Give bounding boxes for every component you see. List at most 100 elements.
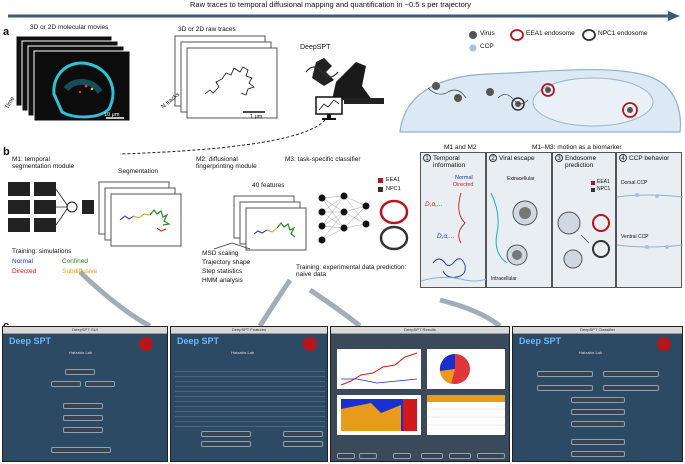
motion-normal: Normal xyxy=(12,258,33,265)
card-num-2: 2 xyxy=(489,154,497,162)
card-symbol-1: D,α,... xyxy=(425,201,443,208)
card-legend-npc1: NPC1 xyxy=(597,186,611,192)
m3-class-legend: EEA1 NPC1 xyxy=(378,176,418,200)
feature-step: Step statistics xyxy=(202,268,243,275)
arrow-caption: Raw traces to temporal diffusional mappi… xyxy=(190,0,472,9)
card-title-3: Endosome prediction xyxy=(565,155,597,170)
motion-confined: Confined xyxy=(62,258,89,265)
legend-ccp: CCP xyxy=(480,43,494,50)
gui-area-chart xyxy=(337,395,421,435)
gui-badge-2 xyxy=(303,337,317,351)
gui-checkbox-grid xyxy=(175,371,325,431)
legend-eea1: EEA1 endosome xyxy=(526,30,575,37)
gui-btn-4b[interactable] xyxy=(603,371,659,377)
motion-subdiffusive: Subdiffusive xyxy=(62,268,98,275)
card-legend-normal: Normal xyxy=(455,175,473,181)
gui-btn-2a[interactable] xyxy=(201,431,251,437)
gui-lab-2: Hatzakis Lab xyxy=(231,350,255,355)
traces-label: 3D or 2D raw traces xyxy=(178,26,236,33)
gui-btn-1d[interactable] xyxy=(63,403,103,409)
gui-btn-1g[interactable] xyxy=(51,447,111,453)
top-arrow xyxy=(8,8,680,21)
gui-btn-4a[interactable] xyxy=(537,371,593,377)
features-label: 40 features xyxy=(252,182,285,189)
card-endosome: 3 Endosome prediction EEA1 NPC1 xyxy=(552,152,616,288)
movie-scalebar-label: 10 μm xyxy=(104,112,120,118)
card-bottom-2: Intracellular xyxy=(491,276,517,282)
gui-lab-4: Hatzakis Lab xyxy=(579,350,603,355)
movies-label: 3D or 2D molecular movies xyxy=(30,24,109,31)
gui-btn-1a[interactable] xyxy=(65,369,95,375)
gui-lab-1: Hatzakis Lab xyxy=(69,350,93,355)
gui-btn-2b[interactable] xyxy=(201,441,251,447)
gui-logo-2: Deep SPT xyxy=(177,336,220,346)
gui-logo-4: Deep SPT xyxy=(519,336,562,346)
card-ccp: 4 CCP behavior Dorsal CCP Ventral CCP xyxy=(616,152,683,288)
gui-screen-4: DeepSPT Classifier Deep SPT Hatzakis Lab xyxy=(512,326,683,462)
card-title-2: Viral escape xyxy=(499,155,535,162)
card-num-4: 4 xyxy=(619,154,627,162)
m2-title: M2: diffusional fingerprinting module xyxy=(196,156,257,171)
gui-btn-4i[interactable] xyxy=(571,451,625,457)
gui-btn-2d[interactable] xyxy=(283,441,323,447)
motion-directed: Directed xyxy=(12,268,37,275)
gui-titlebar-2: DeepSPT Features xyxy=(171,327,327,334)
gui-btn-4h[interactable] xyxy=(571,439,625,445)
gui-btn-4g[interactable] xyxy=(571,421,625,427)
m3-network xyxy=(316,188,376,248)
features-stack xyxy=(232,194,317,254)
gui-btn-4f[interactable] xyxy=(571,409,625,415)
deepspt-label: DeepSPT xyxy=(300,44,331,51)
gui-btn-4d[interactable] xyxy=(603,385,659,391)
gui-btn-1e[interactable] xyxy=(63,415,103,421)
card-top-2: Extracellular xyxy=(507,176,535,182)
m3-endosome-icons xyxy=(378,198,414,254)
fingerprint-bracket xyxy=(212,238,252,250)
trace-scalebar-label: 1 μm xyxy=(250,114,263,120)
trace-stack xyxy=(165,34,295,129)
feature-shape: Trajectory shape xyxy=(202,259,251,266)
feature-hmm: HMM analysis xyxy=(202,277,243,284)
gui-btn-3e[interactable] xyxy=(449,453,471,459)
gui-results-table xyxy=(427,395,505,435)
gui-titlebar-3: DeepSPT Results xyxy=(331,327,509,334)
gui-btn-3c[interactable] xyxy=(393,453,411,459)
gui-screen-1: DeepSPT GUI Deep SPT Hatzakis Lab xyxy=(2,326,168,462)
class-eea1: EEA1 xyxy=(386,177,401,183)
gui-btn-3f[interactable] xyxy=(477,453,505,459)
gui-line-plot xyxy=(337,349,421,389)
segmentation-label: Segmentation xyxy=(118,168,159,175)
gui-badge-4 xyxy=(657,337,671,351)
legend-a: Virus EEA1 endosome NPC1 endosome CCP xyxy=(468,28,678,56)
segmentation-stack xyxy=(95,180,190,250)
m1-title: M1: temporal segmentation module xyxy=(12,156,75,171)
gui-btn-4c[interactable] xyxy=(537,385,593,391)
feature-msd: MSD scaling xyxy=(202,250,239,257)
gui-btn-3a[interactable] xyxy=(337,453,355,459)
m3-title: M3: task-specific classifier xyxy=(285,156,361,163)
card-num-3: 3 xyxy=(555,154,563,162)
card-symbol-2: D,α,... xyxy=(437,233,455,240)
gui-btn-3d[interactable] xyxy=(421,453,443,459)
training-exp-label: Training: experimental data prediction: … xyxy=(296,264,407,279)
gui-btn-1f[interactable] xyxy=(63,427,103,433)
m1-network xyxy=(6,180,96,235)
card-bottom-4: Ventral CCP xyxy=(621,234,649,240)
legend-npc1: NPC1 endosome xyxy=(598,30,648,37)
gui-btn-1b[interactable] xyxy=(51,381,81,387)
microscope-icon xyxy=(296,52,396,112)
card-legend-eea1: EEA1 xyxy=(597,179,610,185)
gui-btn-1c[interactable] xyxy=(85,381,115,387)
panel-letter-b: b xyxy=(3,146,10,158)
curved-arrows xyxy=(60,270,510,330)
gui-titlebar-4: DeepSPT Classifier xyxy=(513,327,682,334)
m1m2-label: M1 and M2 xyxy=(444,144,477,151)
gui-btn-2c[interactable] xyxy=(283,431,323,437)
cell-illustration xyxy=(398,54,682,134)
gui-btn-4e[interactable] xyxy=(571,397,625,403)
legend-virus: Virus xyxy=(480,30,495,37)
gui-btn-3b[interactable] xyxy=(359,453,377,459)
gui-badge-1 xyxy=(139,337,153,351)
card-num-1: 1 xyxy=(423,154,431,162)
gui-pie-chart xyxy=(427,349,505,389)
